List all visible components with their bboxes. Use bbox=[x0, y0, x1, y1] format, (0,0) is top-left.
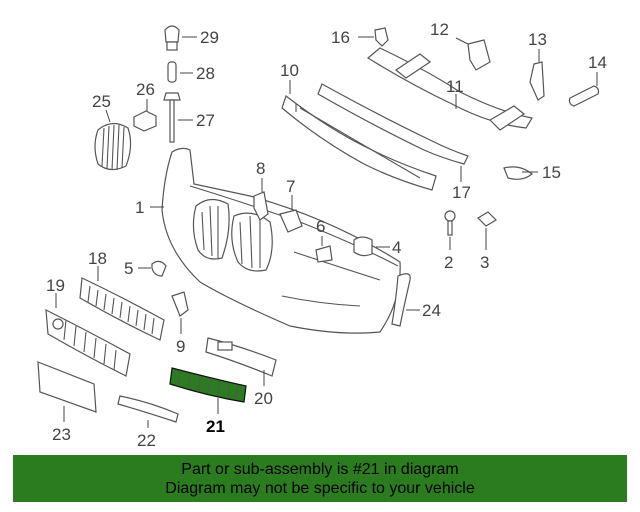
part-28-pin bbox=[167, 61, 193, 83]
part-26-bracket bbox=[133, 99, 157, 132]
callout-28: 28 bbox=[196, 64, 215, 83]
callout-17: 17 bbox=[452, 183, 471, 202]
part-4-sensor bbox=[353, 236, 390, 257]
callout-10: 10 bbox=[280, 61, 299, 80]
part-16-bracket bbox=[358, 27, 389, 47]
part-6-bracket bbox=[315, 236, 333, 263]
part-29-clip bbox=[164, 25, 197, 51]
part-18-grille bbox=[79, 266, 165, 341]
part-12-bracket bbox=[455, 37, 491, 71]
part-11-carrier bbox=[366, 47, 533, 131]
banner-line-disclaimer: Diagram may not be specific to your vehi… bbox=[165, 479, 475, 497]
callout-9: 9 bbox=[176, 337, 185, 356]
callout-18: 18 bbox=[88, 249, 107, 268]
part-24-trim bbox=[391, 273, 420, 327]
part-21-lower-grille-highlighted[interactable] bbox=[169, 367, 247, 414]
callout-7: 7 bbox=[286, 177, 295, 196]
part-17-absorber bbox=[317, 83, 469, 182]
callout-26: 26 bbox=[136, 80, 155, 99]
part-27-bolt bbox=[163, 92, 193, 143]
callout-24: 24 bbox=[422, 301, 441, 320]
callout-6: 6 bbox=[316, 217, 325, 236]
part-1-bumper-cover bbox=[150, 147, 401, 334]
part-13-bracket bbox=[529, 49, 545, 101]
part-7-bracket bbox=[279, 195, 303, 233]
callout-5: 5 bbox=[124, 259, 133, 278]
callout-14: 14 bbox=[588, 53, 607, 72]
callout-1: 1 bbox=[135, 198, 144, 217]
callout-13: 13 bbox=[528, 30, 547, 49]
callout-19: 19 bbox=[46, 276, 65, 295]
callout-20: 20 bbox=[254, 389, 273, 408]
part-8-bracket bbox=[253, 178, 269, 221]
part-20-trim bbox=[205, 337, 277, 386]
info-banner: Part or sub-assembly is #21 in diagram D… bbox=[13, 455, 627, 502]
callout-27: 27 bbox=[196, 111, 215, 130]
part-3-nut bbox=[477, 211, 497, 250]
callout-8: 8 bbox=[256, 159, 265, 178]
part-22-trim bbox=[117, 395, 179, 428]
callout-21: 21 bbox=[206, 417, 225, 436]
callout-12: 12 bbox=[430, 20, 449, 39]
callout-3: 3 bbox=[480, 253, 489, 272]
callout-29: 29 bbox=[200, 28, 219, 47]
part-19-grille bbox=[45, 293, 131, 377]
part-14-absorber bbox=[568, 72, 600, 107]
callout-25: 25 bbox=[92, 92, 111, 111]
part-2-screw bbox=[444, 210, 456, 250]
callout-11: 11 bbox=[446, 77, 464, 96]
callout-4: 4 bbox=[392, 238, 401, 257]
part-9-bracket bbox=[171, 291, 189, 334]
callout-16: 16 bbox=[331, 28, 350, 47]
part-15-trim bbox=[503, 166, 538, 180]
banner-line-part: Part or sub-assembly is #21 in diagram bbox=[181, 460, 459, 478]
callout-2: 2 bbox=[444, 253, 453, 272]
part-25-kidney-grille bbox=[94, 109, 132, 171]
part-23-license-bracket bbox=[37, 361, 97, 422]
callout-22: 22 bbox=[137, 431, 156, 450]
parts-diagram: 29 28 27 26 25 16 12 13 14 10 11 15 17 1… bbox=[37, 20, 607, 450]
part-10-reinforcement bbox=[281, 80, 437, 191]
callout-15: 15 bbox=[542, 163, 561, 182]
callout-23: 23 bbox=[52, 425, 71, 444]
part-5-plug bbox=[138, 260, 167, 277]
